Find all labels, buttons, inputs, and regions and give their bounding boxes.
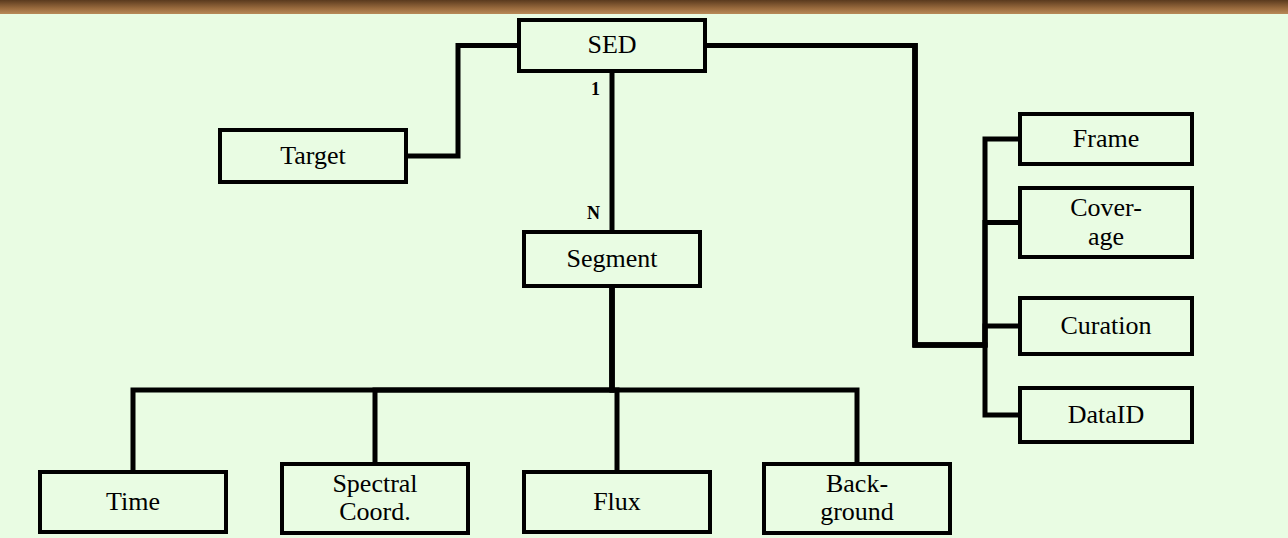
multiplicity-label: N	[560, 204, 600, 222]
box-label: Time	[106, 488, 160, 517]
box-label: Flux	[593, 488, 641, 517]
box-label: Spectral Coord.	[315, 470, 435, 527]
frame-band	[0, 0, 1288, 14]
multiplicity-label: 1	[560, 80, 600, 98]
box-label: Curation	[1061, 312, 1152, 341]
connector-line	[707, 46, 1018, 346]
class-box: Target	[218, 128, 408, 184]
class-box: SED	[517, 18, 707, 73]
wood-bar	[0, 0, 1288, 14]
connector-line	[375, 288, 612, 462]
box-label: Cover- age	[1063, 194, 1149, 251]
box-label: Back- ground	[811, 470, 903, 527]
connector-line	[707, 46, 1018, 416]
box-label: Target	[280, 142, 346, 171]
box-label: DataID	[1068, 401, 1145, 430]
connector-line	[612, 288, 857, 462]
class-box: Segment	[522, 230, 702, 288]
class-box: DataID	[1018, 386, 1194, 444]
box-label: Segment	[567, 245, 658, 274]
class-box: Spectral Coord.	[280, 462, 470, 535]
class-box: Frame	[1018, 112, 1194, 166]
class-box: Time	[38, 470, 228, 534]
class-box: Curation	[1018, 296, 1194, 356]
connector-line	[707, 46, 1018, 346]
connector-line	[610, 73, 615, 230]
box-label: SED	[587, 31, 636, 60]
connector-line	[133, 288, 612, 470]
class-box: Cover- age	[1018, 186, 1194, 259]
connector-line	[707, 46, 1018, 346]
box-label: Frame	[1073, 125, 1139, 154]
class-box: Flux	[522, 470, 712, 534]
class-box: Back- ground	[762, 462, 952, 535]
connector-line	[408, 46, 517, 157]
